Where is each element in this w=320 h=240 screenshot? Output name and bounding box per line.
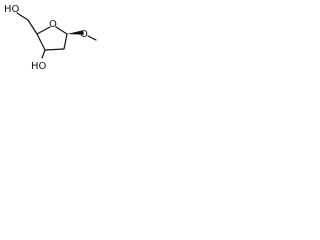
molecule-canvas: HO O O HO	[0, 0, 107, 76]
bond-c2-to-c3	[44, 48, 65, 51]
bond-top-hydroxyl-to-ch2	[16, 12, 29, 21]
structure-diagram: HO O O HO	[4, 4, 97, 72]
bond-methoxy-oxygen-to-methyl	[87, 35, 97, 41]
bond-c3-to-c4	[36, 33, 46, 51]
bottom-hydroxyl-label: HO	[31, 61, 47, 72]
ring-oxygen-label: O	[49, 19, 57, 30]
bonds	[16, 12, 97, 59]
methoxy-oxygen-label: O	[80, 29, 88, 40]
wedge-bond-c1-to-methoxy-oxygen	[67, 30, 84, 35]
bond-c1-to-c2	[63, 33, 68, 50]
bond-ch2-to-c4	[27, 19, 38, 35]
bond-c4-to-ring-oxygen	[36, 26, 51, 35]
top-hydroxyl-label: HO	[4, 4, 20, 15]
bond-ring-oxygen-to-c1	[55, 26, 68, 35]
bond-c3-to-bottom-hydroxyl	[41, 49, 46, 59]
atom-labels: HO O O HO	[4, 4, 88, 72]
